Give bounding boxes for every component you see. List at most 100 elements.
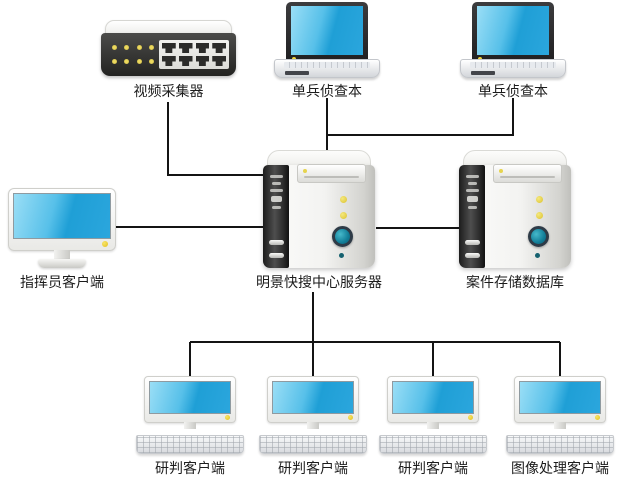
keyboard-icon	[506, 435, 614, 454]
monitor-screen	[392, 381, 474, 414]
reset-led-icon	[535, 253, 540, 258]
power-led-icon	[468, 415, 473, 420]
monitor-base	[38, 259, 86, 268]
monitor-bezel	[267, 376, 359, 423]
monitor-bezel	[8, 188, 116, 251]
node-commander-client: 指挥员客户端	[8, 188, 116, 291]
node-analysis-client-2: 研判客户端	[257, 376, 369, 477]
power-button-icon	[332, 226, 353, 247]
power-led-icon	[348, 415, 353, 420]
vent-slot	[467, 206, 477, 209]
network-switch-icon	[101, 20, 236, 76]
desktop-monitor-icon	[514, 376, 606, 432]
laptop-keyboard-deck	[274, 59, 380, 78]
node-analysis-client-1: 研判客户端	[134, 376, 246, 477]
status-led-icon	[340, 196, 347, 203]
ethernet-port-icon	[212, 43, 226, 53]
status-led-icon	[536, 212, 543, 219]
vent-slot	[465, 175, 479, 178]
keyboard-keys	[470, 62, 556, 68]
desktop-monitor-icon	[387, 376, 479, 432]
cd-drive	[493, 164, 562, 183]
ethernet-port-icon	[195, 43, 210, 53]
laptop-icon	[460, 2, 566, 80]
node-label: 案件存储数据库	[466, 274, 564, 290]
switch-led-indicators	[110, 42, 156, 67]
monitor-stand	[307, 422, 319, 429]
desktop-monitor-icon	[267, 376, 359, 432]
led-icon	[124, 45, 130, 50]
led-icon	[148, 59, 154, 64]
ethernet-port-icon	[162, 56, 176, 66]
monitor-screen	[149, 381, 231, 414]
ethernet-port-icon	[162, 43, 176, 53]
power-led-icon	[595, 415, 600, 420]
node-label: 研判客户端	[155, 460, 225, 476]
monitor-stand	[554, 422, 566, 429]
node-label: 明景快搜中心服务器	[256, 274, 382, 290]
node-label: 图像处理客户端	[511, 460, 609, 476]
vent-slot	[466, 196, 478, 202]
workstation-icon	[504, 376, 616, 454]
node-video-capture: 视频采集器	[100, 20, 237, 100]
desktop-monitor-icon	[144, 376, 236, 432]
status-led-icon	[340, 212, 347, 219]
keyboard-icon	[136, 435, 244, 454]
vent-slot	[467, 182, 477, 185]
led-icon	[148, 45, 154, 50]
touchpad	[471, 71, 495, 75]
usb-slot	[268, 253, 284, 258]
vent-slot	[271, 206, 281, 209]
cd-drive	[297, 164, 366, 183]
keyboard-keys	[284, 62, 370, 68]
server-side-panel	[263, 165, 289, 268]
led-icon	[136, 59, 142, 64]
laptop-screen-bezel	[472, 2, 554, 64]
ethernet-port-icon	[212, 56, 226, 66]
keyboard-icon	[379, 435, 487, 454]
ethernet-port-icon	[178, 56, 193, 66]
power-led-icon	[102, 241, 108, 247]
led-icon	[136, 45, 142, 50]
laptop-screen	[291, 6, 363, 55]
usb-slot	[464, 240, 480, 245]
node-analysis-client-3: 研判客户端	[377, 376, 489, 477]
wire-laptop2-to-laptop1	[327, 98, 514, 136]
laptop-icon	[274, 2, 380, 80]
vent-slot	[270, 196, 282, 202]
node-case-storage-db: 案件存储数据库	[453, 150, 577, 291]
server-tower-icon	[459, 150, 571, 268]
node-label: 研判客户端	[278, 460, 348, 476]
node-search-center-server: 明景快搜中心服务器	[256, 150, 382, 291]
server-tower-icon	[263, 150, 375, 268]
monitor-screen	[13, 193, 111, 239]
monitor-stand	[427, 422, 439, 429]
drive-led-icon	[499, 169, 503, 173]
usb-slot	[464, 253, 480, 258]
vent-slot	[269, 175, 283, 178]
node-image-processing-client: 图像处理客户端	[504, 376, 616, 477]
keyboard-icon	[259, 435, 367, 454]
server-side-panel	[459, 165, 485, 268]
node-label: 研判客户端	[398, 460, 468, 476]
led-icon	[112, 59, 118, 64]
drive-slot	[500, 176, 555, 178]
reset-led-icon	[339, 253, 344, 258]
led-icon	[112, 45, 118, 50]
node-label: 单兵侦查本	[292, 83, 362, 99]
usb-slot	[268, 240, 284, 245]
ethernet-port-icon	[195, 56, 210, 66]
node-label: 视频采集器	[133, 83, 204, 99]
workstation-icon	[257, 376, 369, 454]
drive-led-icon	[303, 169, 307, 173]
led-icon	[124, 59, 130, 64]
touchpad	[285, 71, 309, 75]
laptop-keyboard-deck	[460, 59, 566, 78]
vent-slot	[269, 189, 283, 192]
wire-switch-to-server	[167, 102, 268, 176]
power-led-icon	[225, 415, 230, 420]
monitor-bezel	[514, 376, 606, 423]
workstation-icon	[134, 376, 246, 454]
desktop-monitor-icon	[8, 188, 116, 268]
